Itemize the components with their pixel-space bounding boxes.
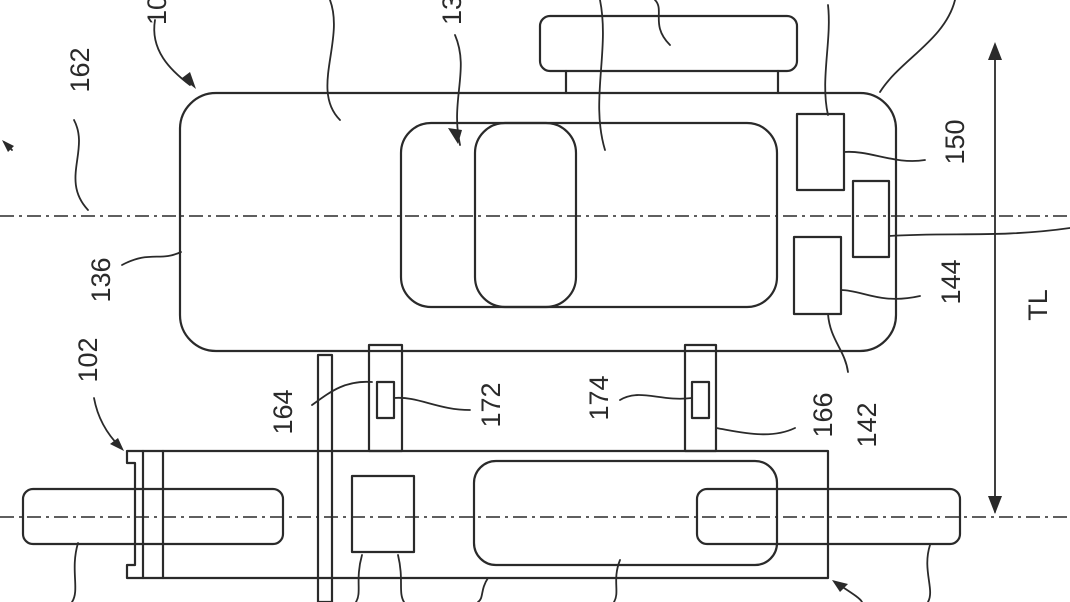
- leader-172: [393, 396, 471, 411]
- leader-top-box: [654, 0, 671, 46]
- leader-164: [311, 380, 373, 406]
- leader-13x-arrow: [448, 128, 462, 144]
- label-144: 144: [936, 259, 966, 304]
- lower-vehicle-body: [125, 449, 830, 580]
- leader-174: [619, 394, 693, 401]
- label-164: 164: [268, 389, 298, 434]
- component-150: [795, 112, 846, 192]
- leader-body-top: [326, 0, 341, 121]
- leader-lower-4: [613, 559, 621, 602]
- leader-136: [121, 251, 182, 266]
- leader-center: [888, 227, 1070, 237]
- label-tl: TL: [1023, 289, 1053, 321]
- label-102: 102: [73, 337, 103, 382]
- leader-102-arrow: [110, 438, 124, 451]
- component-center: [851, 179, 891, 259]
- label-172: 172: [476, 382, 506, 427]
- leader-lower-3: [477, 577, 489, 602]
- leader-corner-top: [879, 0, 956, 93]
- label-162: 162: [65, 47, 95, 92]
- leader-10x-arrow: [182, 72, 196, 89]
- top-box: [538, 14, 799, 73]
- leader-lower-2: [397, 554, 405, 602]
- label-174: 174: [584, 375, 614, 420]
- leader-13x: [454, 34, 462, 146]
- sensor-172: [375, 380, 396, 420]
- vertical-bar: [316, 353, 334, 602]
- leader-lower-right-arrow: [832, 580, 848, 592]
- label-166: 166: [808, 392, 838, 437]
- label-142: 142: [852, 402, 882, 447]
- lower-cabin: [472, 459, 779, 567]
- label-150: 150: [940, 119, 970, 164]
- lower-wheel-right: [695, 487, 962, 546]
- lower-wheel-left: [21, 487, 285, 546]
- tl-arrow-top: [988, 42, 1002, 60]
- upper-vehicle-cabin: [399, 121, 779, 309]
- leader-166: [715, 427, 796, 436]
- tl-arrow-bottom: [988, 496, 1002, 514]
- leader-150-top: [824, 4, 830, 116]
- leader-cabin-top: [598, 0, 606, 151]
- label-10x: 10: [142, 0, 172, 25]
- leader-lower-1: [355, 554, 363, 602]
- label-136: 136: [86, 257, 116, 302]
- leader-10x: [153, 19, 191, 86]
- leader-left-edge-arrow: [2, 140, 14, 152]
- sensor-174: [690, 380, 711, 420]
- upper-vehicle-seat: [473, 121, 578, 309]
- leader-lower-far-right: [926, 544, 932, 602]
- component-142-144: [792, 235, 843, 316]
- leader-144: [840, 289, 921, 300]
- leader-142: [827, 313, 849, 373]
- lower-component-box: [350, 474, 416, 554]
- leader-150: [843, 150, 926, 162]
- label-13x: 13: [437, 0, 467, 25]
- leader-162: [73, 119, 89, 211]
- leader-lower-left: [71, 542, 79, 602]
- upper-vehicle-body: [178, 91, 898, 353]
